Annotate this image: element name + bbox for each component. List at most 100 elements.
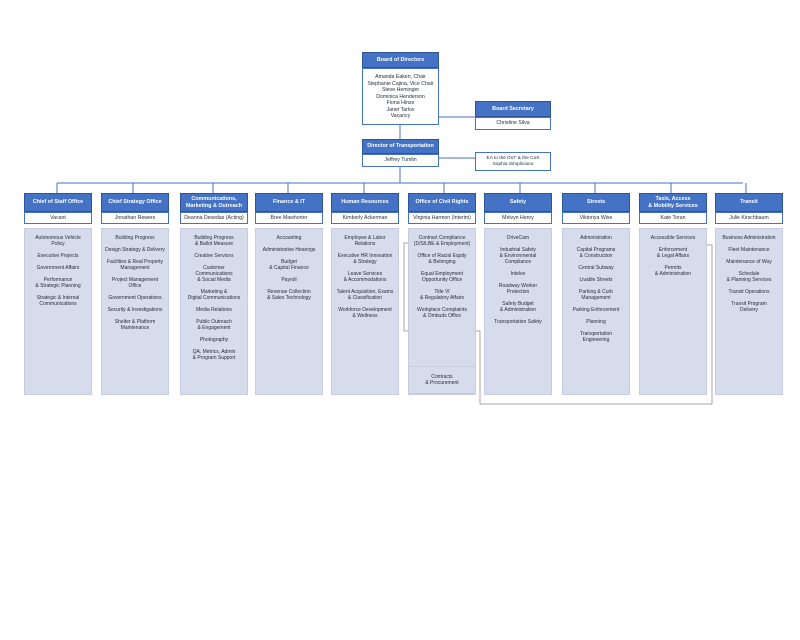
secretary-title: Board Secretary xyxy=(475,101,551,117)
function-item: Business Administration xyxy=(722,235,776,241)
function-item: Industrial Safety & Environmental Compli… xyxy=(499,247,537,265)
ea-title: EA to the DoT & the CoS xyxy=(486,156,540,162)
function-item: DriveCam xyxy=(506,235,530,241)
function-item: Autonomous Vehicle Policy xyxy=(35,235,81,247)
contracts-procurement: Contracts & Procurement xyxy=(408,366,476,394)
function-item: Office of Racial Equity & Belonging xyxy=(417,253,467,265)
division-head: Jonathan Rewers xyxy=(101,212,169,224)
function-item: Building Progress xyxy=(115,235,155,241)
board-member: Fiona Hinze xyxy=(386,100,415,107)
function-item: Livable Streets xyxy=(579,277,613,283)
function-item: QA, Metrics, Admin & Program Support xyxy=(192,349,236,361)
function-item: Safety Budget & Administration xyxy=(499,301,537,313)
division-head: Bree Mawhorter xyxy=(255,212,323,224)
function-item: Workforce Development & Wellness xyxy=(338,307,392,319)
function-item: Capital Programs & Construction xyxy=(576,247,616,259)
function-item: Equal Employment Opportunity Office xyxy=(421,271,463,283)
division-title: Safety xyxy=(484,193,552,212)
function-item: Performance & Strategic Planning xyxy=(35,277,81,289)
function-item: Transportation Engineering xyxy=(579,331,613,343)
function-item: Public Outreach & Engagement xyxy=(196,319,232,331)
function-item: Enforcement & Legal Affairs xyxy=(656,247,690,259)
function-item: Schedule & Planning Services xyxy=(726,271,772,283)
function-item: Accessible Services xyxy=(650,235,696,241)
division-title: Office of Civil Rights xyxy=(408,193,476,212)
function-item: Revenue Collection & Sales Technology xyxy=(267,289,311,301)
function-item: Maintenance of Way xyxy=(726,259,772,265)
function-item: Planning xyxy=(586,319,606,325)
function-item: Fleet Maintenance xyxy=(728,247,770,253)
function-item: Employee & Labor Relations xyxy=(344,235,386,247)
board-member: Steve Heminger xyxy=(381,87,420,94)
division-head: Deanna Desedas (Acting) xyxy=(180,212,248,224)
director-title: Director of Transportation xyxy=(362,139,439,154)
function-item: Building Progress & Ballot Measure xyxy=(194,235,234,247)
function-item: Security & Investigations xyxy=(107,307,163,313)
division-title: Chief of Staff Office xyxy=(24,193,92,212)
function-item: Photography xyxy=(199,337,229,343)
division-title: Taxis, Access & Mobility Services xyxy=(639,193,707,212)
function-item: Customer Communications & Social Media xyxy=(195,265,233,283)
board-members: Amanda Eaken, Chair Stephanie Cajina, Vi… xyxy=(362,68,439,125)
function-item: Intelex xyxy=(510,271,526,277)
function-item: Permits & Administration xyxy=(654,265,692,277)
function-item: Talent Acquisition, Exams & Classificati… xyxy=(336,289,394,301)
function-item: Parking Enforcement xyxy=(572,307,620,313)
board-member: Janet Tarlov xyxy=(386,106,415,113)
function-item: Administration xyxy=(580,235,612,241)
function-item: Media Relations xyxy=(196,307,232,313)
function-item: Facilities & Real Property Management xyxy=(106,259,164,271)
ea-box: EA to the DoT & the CoS Sophia Simplicia… xyxy=(475,152,551,171)
division-title: Transit xyxy=(715,193,783,212)
function-item: Budget & Capital Finance xyxy=(269,259,309,271)
function-item: Workplace Complaints & Ombuds Office xyxy=(417,307,467,319)
function-item: Strategic & Internal Communications xyxy=(36,295,80,307)
function-item: Creative Services xyxy=(194,253,234,259)
function-item: Contract Compliance (D/S/LBE & Employmen… xyxy=(413,235,471,247)
function-item: Transit Program Delivery xyxy=(731,301,767,313)
division-title: Chief Strategy Office xyxy=(101,193,169,212)
division-head: Viktoriya Wise xyxy=(562,212,630,224)
division-title: Streets xyxy=(562,193,630,212)
function-item: Project Management Office xyxy=(111,277,159,289)
division-title: Human Resources xyxy=(331,193,399,212)
division-head: Melvyn Henry xyxy=(484,212,552,224)
function-item: Executive HR Innovation & Strategy xyxy=(337,253,393,265)
division-title: Finance & IT xyxy=(255,193,323,212)
function-item: Central Subway xyxy=(578,265,614,271)
function-item: Accounting xyxy=(276,235,302,241)
function-item: Payroll xyxy=(281,277,297,283)
secretary-name: Christine Silva xyxy=(475,117,551,130)
function-item: Title VI & Regulatory Affairs xyxy=(419,289,465,301)
ea-name: Sophia Simpliciano xyxy=(492,162,534,167)
function-item: Government Operations xyxy=(108,295,162,301)
function-item: Administrative Hearings xyxy=(262,247,316,253)
division-head: Julie Kirschbaum xyxy=(715,212,783,224)
function-item: Marketing & Digital Communications xyxy=(187,289,241,301)
board-member: Dominica Henderson xyxy=(376,93,425,100)
function-item: Transit Operations xyxy=(728,289,770,295)
division-head: Kimberly Ackerman xyxy=(331,212,399,224)
function-item: Government Affairs xyxy=(36,265,80,271)
board-member: Vacancy xyxy=(390,113,411,120)
function-item: Design Strategy & Delivery xyxy=(105,247,165,253)
division-head: Kate Toran xyxy=(639,212,707,224)
division-title: Communications, Marketing & Outreach xyxy=(180,193,248,212)
function-item: Leave Services & Accommodations xyxy=(343,271,387,283)
function-item: Shelter & Platform Maintenance xyxy=(114,319,156,331)
function-item: Parking & Curb Management xyxy=(579,289,613,301)
director-name: Jeffrey Tumlin xyxy=(362,154,439,167)
function-item: Transportation Safety xyxy=(494,319,542,325)
board-member: Amanda Eaken, Chair xyxy=(375,74,426,81)
division-head: Vacant xyxy=(24,212,92,224)
